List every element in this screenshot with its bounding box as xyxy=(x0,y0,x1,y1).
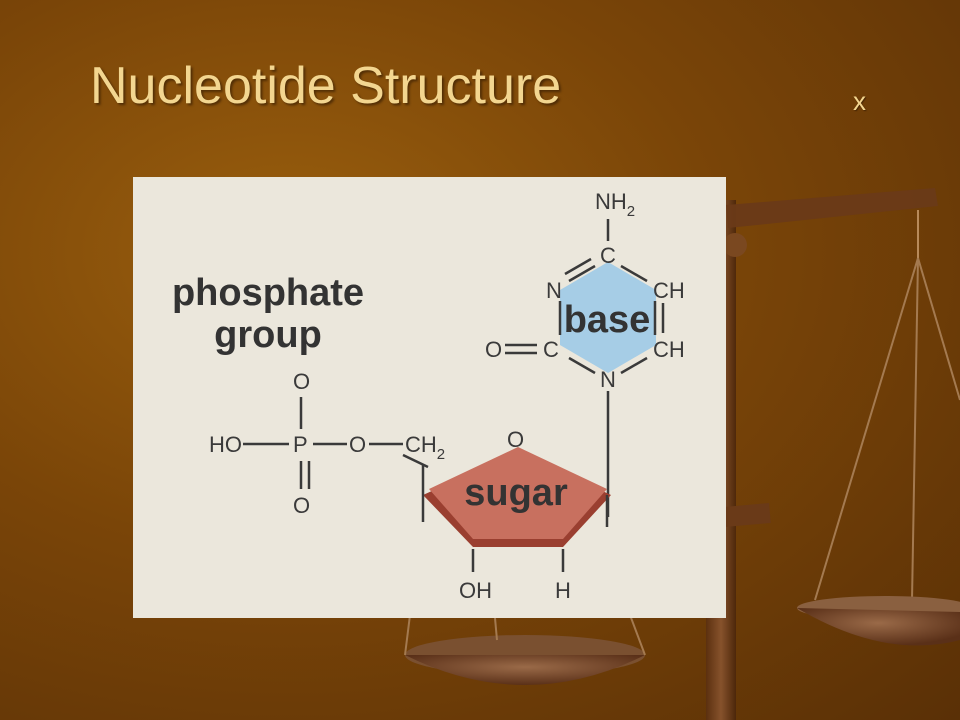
bond xyxy=(620,264,648,283)
phosphate-o-top: O xyxy=(293,369,310,394)
phosphate-p: P xyxy=(293,432,308,457)
atom-ch-right-bottom: CH xyxy=(653,337,685,362)
sugar-oh: OH xyxy=(459,578,492,603)
phosphate-o-bottom: O xyxy=(293,493,310,518)
bond xyxy=(564,257,592,276)
phosphate-group-label-line2: group xyxy=(214,314,322,356)
atom-n-bottom: N xyxy=(600,367,616,392)
ch2-label: CH2 xyxy=(405,432,445,463)
phosphate-o-link: O xyxy=(349,432,366,457)
slide-title: Nucleotide Structure xyxy=(90,57,562,115)
ring-o: O xyxy=(507,427,524,452)
nh2-label: NH2 xyxy=(595,189,635,220)
base-label: base xyxy=(564,299,651,341)
sugar-h: H xyxy=(555,578,571,603)
atom-ch-right-top: CH xyxy=(653,278,685,303)
bond xyxy=(620,356,648,375)
nucleotide-diagram: phosphate group base NH2 C N CH O C CH N… xyxy=(133,177,726,618)
phosphate-ho: HO xyxy=(209,432,242,457)
atom-n-left: N xyxy=(546,278,562,303)
atom-c-left: C xyxy=(543,337,559,362)
atom-c-top: C xyxy=(600,243,616,268)
bond xyxy=(568,264,596,283)
phosphate-group-label-line1: phosphate xyxy=(172,272,364,314)
base-ring xyxy=(560,262,656,373)
bond xyxy=(402,453,429,469)
sugar-label: sugar xyxy=(464,472,568,514)
atom-o-carbonyl: O xyxy=(485,337,502,362)
slide-marker: x xyxy=(853,86,866,116)
bond xyxy=(568,356,596,375)
nucleotide-structure-svg: phosphate group base NH2 C N CH O C CH N… xyxy=(172,189,685,603)
sugar-ring xyxy=(429,447,607,539)
